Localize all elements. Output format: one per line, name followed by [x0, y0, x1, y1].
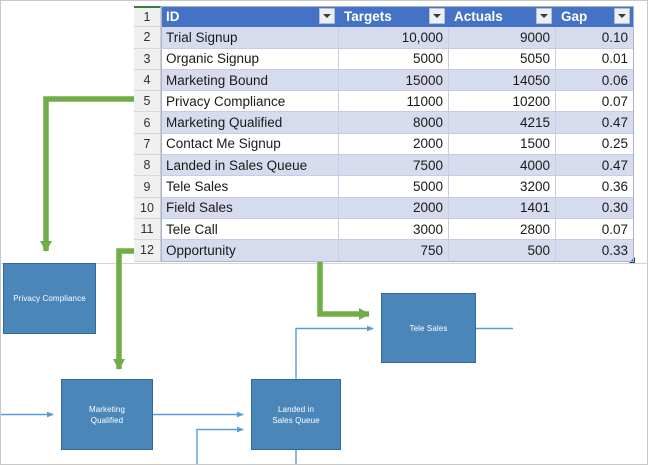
row-number[interactable]: 12 [134, 240, 161, 262]
table-cell-actuals[interactable]: 1500 [449, 133, 556, 156]
table-cell-id[interactable]: Marketing Bound [161, 69, 339, 92]
table-cell-actuals[interactable]: 5050 [449, 48, 556, 70]
shape-label-landed-line2: Sales Queue [272, 415, 320, 425]
excel-table[interactable]: 1 ID Targets Actuals Gap [134, 6, 635, 263]
table-cell-actuals[interactable]: 4000 [449, 155, 556, 177]
table-cell-gap[interactable]: 0.01 [556, 48, 634, 70]
table-cell-actuals[interactable]: 4215 [449, 112, 556, 134]
table-cell-targets[interactable]: 5000 [339, 48, 449, 70]
shape-privacy-compliance[interactable]: Privacy Compliance [3, 263, 96, 334]
row-number[interactable]: 11 [134, 218, 161, 241]
table-cell-gap[interactable]: 0.10 [556, 27, 634, 49]
shape-label-tele-sales: Tele Sales [409, 323, 448, 333]
table-cell-targets[interactable]: 750 [339, 240, 449, 262]
column-header-label-actuals: Actuals [454, 8, 503, 24]
table-cell-id[interactable]: Field Sales [161, 197, 339, 219]
table-cell-actuals[interactable]: 2800 [449, 218, 556, 241]
table-cell-targets[interactable]: 2000 [339, 133, 449, 156]
table-cell-targets[interactable]: 5000 [339, 176, 449, 198]
shape-label-marketing-qualified-line1: Marketing [88, 404, 126, 414]
row-number[interactable]: 9 [134, 176, 161, 198]
chevron-down-icon [540, 14, 548, 19]
table-cell-id[interactable]: Landed in Sales Queue [161, 155, 339, 177]
shape-label-landed-line1: Landed in [277, 404, 315, 414]
table-cell-gap[interactable]: 0.36 [556, 176, 634, 198]
table-cell-targets[interactable]: 2000 [339, 197, 449, 219]
shape-label-landed-in-sales-queue: Landed in Sales Queue [272, 404, 319, 426]
table-cell-targets[interactable]: 15000 [339, 69, 449, 92]
filter-dropdown-icon-actuals[interactable] [536, 8, 552, 25]
table-cell-actuals[interactable]: 1401 [449, 197, 556, 219]
table-cell-targets[interactable]: 10,000 [339, 27, 449, 49]
row-number[interactable]: 4 [134, 69, 161, 92]
table-cell-gap[interactable]: 0.06 [556, 69, 634, 92]
table-cell-id[interactable]: Tele Sales [161, 176, 339, 198]
table-cell-gap[interactable]: 0.07 [556, 91, 634, 113]
table-cell-id[interactable]: Opportunity [161, 240, 339, 262]
row-number[interactable]: 10 [134, 197, 161, 219]
table-resize-handle[interactable] [629, 256, 635, 263]
table-cell-id[interactable]: Marketing Qualified [161, 112, 339, 134]
column-header-actuals[interactable]: Actuals [449, 6, 556, 28]
table-cell-actuals[interactable]: 14050 [449, 69, 556, 92]
filter-dropdown-icon-gap[interactable] [614, 8, 630, 25]
table-cell-id[interactable]: Organic Signup [161, 48, 339, 70]
row-number[interactable]: 5 [134, 91, 161, 113]
row-number[interactable]: 6 [134, 112, 161, 134]
row-number[interactable]: 2 [134, 27, 161, 49]
table-cell-id[interactable]: Contact Me Signup [161, 133, 339, 156]
column-header-gap[interactable]: Gap [556, 6, 634, 28]
table-cell-actuals[interactable]: 10200 [449, 91, 556, 113]
table-cell-gap[interactable]: 0.47 [556, 112, 634, 134]
row-number[interactable]: 8 [134, 155, 161, 177]
table-cell-id[interactable]: Privacy Compliance [161, 91, 339, 113]
chevron-down-icon [618, 14, 626, 19]
shape-landed-in-sales-queue[interactable]: Landed in Sales Queue [251, 379, 341, 450]
table-cell-gap[interactable]: 0.30 [556, 197, 634, 219]
table-cell-targets[interactable]: 8000 [339, 112, 449, 134]
table-header-row: 1 ID Targets Actuals Gap [134, 6, 634, 28]
filter-dropdown-icon-targets[interactable] [429, 8, 445, 25]
row-number[interactable]: 7 [134, 133, 161, 156]
table-cell-actuals[interactable]: 500 [449, 240, 556, 262]
table-cell-actuals[interactable]: 3200 [449, 176, 556, 198]
table-cell-id[interactable]: Tele Call [161, 218, 339, 241]
shape-label-marketing-qualified: Marketing Qualified [89, 404, 125, 426]
column-header-label-gap: Gap [561, 8, 588, 24]
table-cell-targets[interactable]: 7500 [339, 155, 449, 177]
row-number[interactable]: 3 [134, 48, 161, 70]
table-cell-gap[interactable]: 0.25 [556, 133, 634, 156]
column-header-id[interactable]: ID [161, 6, 339, 28]
column-header-targets[interactable]: Targets [339, 6, 449, 28]
filter-dropdown-icon-id[interactable] [319, 8, 335, 25]
table-cell-gap[interactable]: 0.47 [556, 155, 634, 177]
column-header-label-targets: Targets [344, 8, 392, 24]
table-cell-id[interactable]: Trial Signup [161, 27, 339, 49]
chevron-down-icon [433, 14, 441, 19]
table-cell-targets[interactable]: 11000 [339, 91, 449, 113]
table-cell-targets[interactable]: 3000 [339, 218, 449, 241]
table-cell-gap[interactable]: 0.33 [556, 240, 634, 262]
table-cell-actuals[interactable]: 9000 [449, 27, 556, 49]
row-number-header: 1 [134, 6, 161, 28]
chevron-down-icon [323, 14, 331, 19]
shape-label-marketing-qualified-line2: Qualified [90, 415, 124, 425]
table-cell-gap[interactable]: 0.07 [556, 218, 634, 241]
shape-marketing-qualified[interactable]: Marketing Qualified [61, 379, 153, 450]
column-header-label-id: ID [166, 8, 180, 24]
shape-tele-sales[interactable]: Tele Sales [381, 293, 476, 363]
shape-label-privacy-compliance: Privacy Compliance [13, 294, 86, 303]
